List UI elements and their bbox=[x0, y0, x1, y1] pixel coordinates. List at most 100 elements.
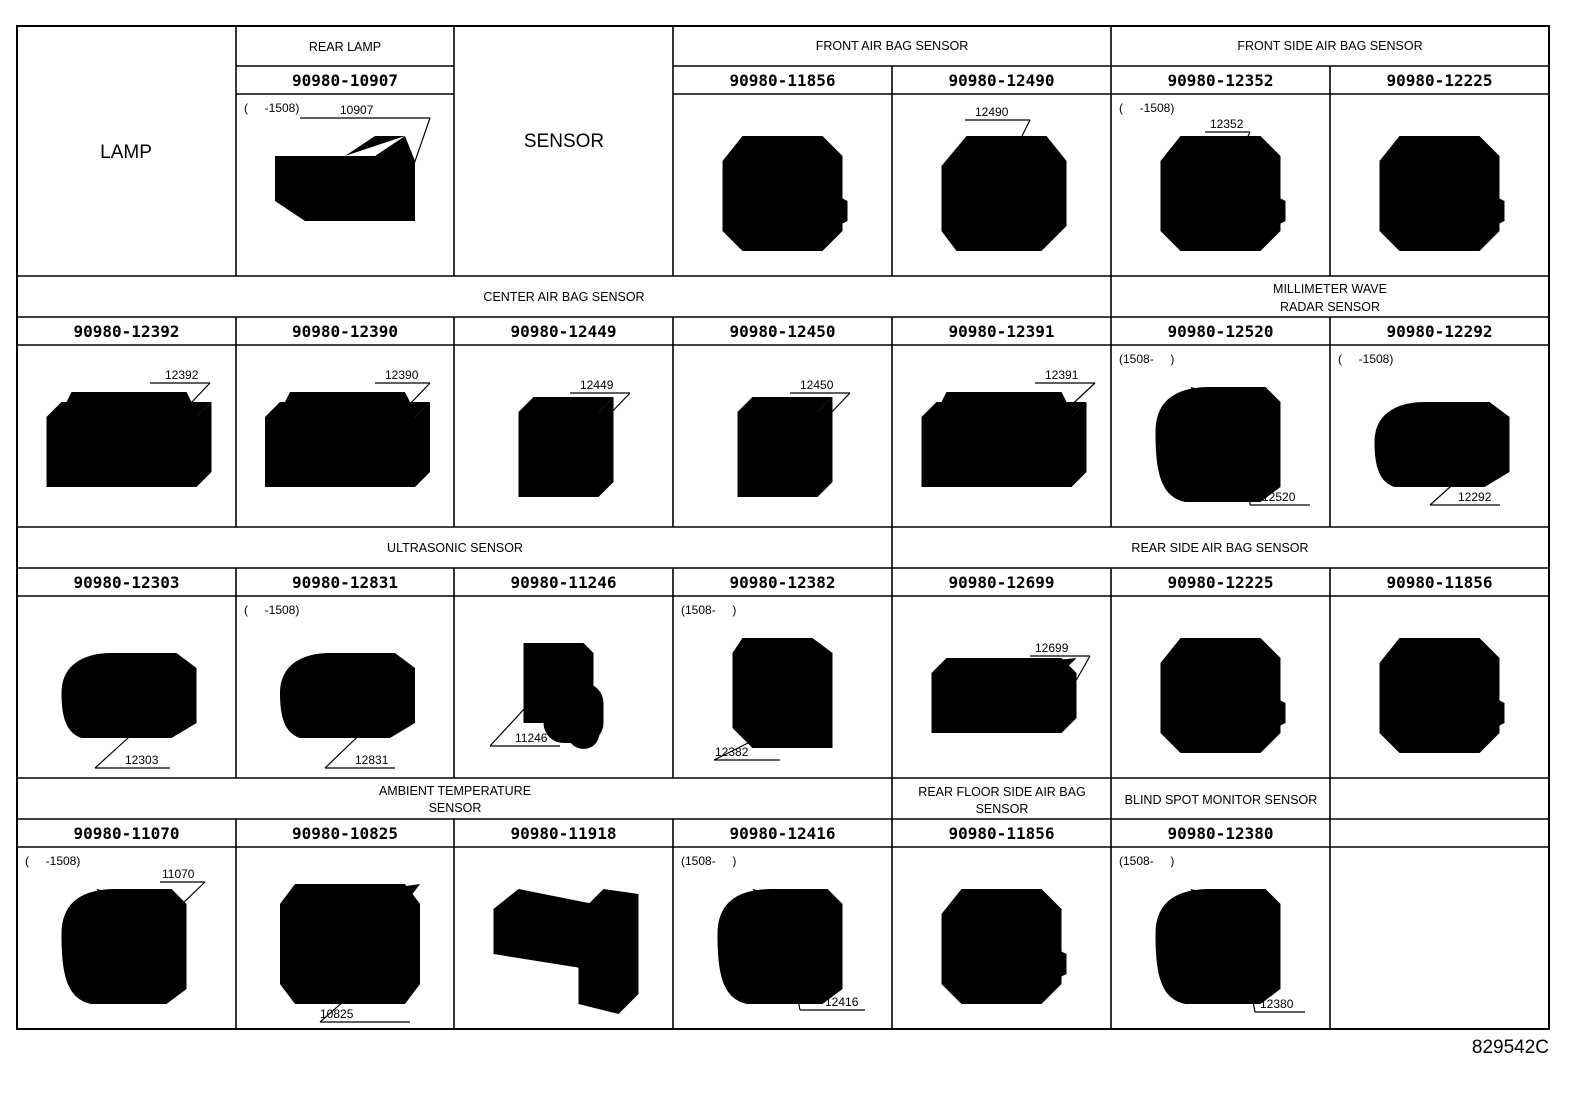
connector-illustration-icon bbox=[265, 392, 430, 487]
connector-cells: 90980-10907 ( -1508) 10907 90980-11856 90980… bbox=[25, 71, 1510, 1023]
callout-arrowhead bbox=[390, 416, 399, 425]
applicability-note: ( -1508) bbox=[1119, 101, 1174, 115]
part-number: 90980-10907 bbox=[292, 71, 398, 90]
connector-illustration-icon bbox=[941, 136, 1067, 251]
applicability-note: ( -1508) bbox=[244, 101, 299, 115]
callout-label: 10907 bbox=[340, 103, 374, 117]
section-title-rear-side-air-bag-sensor: REAR SIDE AIR BAG SENSOR bbox=[1131, 541, 1308, 555]
callout-leader bbox=[94, 717, 151, 769]
part-number: 90980-11918 bbox=[511, 824, 617, 843]
connector-cell: 90980-12831 ( -1508) 12831 bbox=[244, 573, 415, 769]
connector-illustration-icon bbox=[61, 653, 197, 738]
section-title-center-air-bag-sensor: CENTER AIR BAG SENSOR bbox=[483, 290, 644, 304]
part-number: 90980-11070 bbox=[74, 824, 180, 843]
callout-arrowhead bbox=[404, 180, 412, 190]
callout-arrowhead bbox=[375, 965, 385, 974]
callout-leader bbox=[713, 721, 791, 761]
section-title-front-air-bag-sensor: FRONT AIR BAG SENSOR bbox=[816, 39, 969, 53]
connector-illustration-icon bbox=[931, 658, 1087, 733]
connector-illustration-icon bbox=[46, 392, 212, 487]
connector-cell: 90980-12225 bbox=[1379, 71, 1505, 251]
callout-label: 12303 bbox=[125, 753, 159, 767]
applicability-note: (1508- ) bbox=[1119, 352, 1174, 366]
applicability-note: ( -1508) bbox=[244, 603, 299, 617]
callout-label: 12450 bbox=[800, 378, 834, 392]
connector-illustration-icon bbox=[921, 392, 1087, 487]
part-number: 90980-12450 bbox=[730, 322, 836, 341]
callout-label: 12391 bbox=[1045, 368, 1079, 382]
connector-illustration-icon bbox=[280, 884, 420, 1004]
connector-illustration-icon bbox=[1155, 889, 1281, 1004]
callout-arrowhead bbox=[1010, 150, 1018, 160]
part-number: 90980-12390 bbox=[292, 322, 398, 341]
connector-illustration-icon bbox=[275, 136, 415, 221]
callout-arrowhead bbox=[793, 985, 801, 995]
part-number: 90980-11856 bbox=[1387, 573, 1493, 592]
callout-label: 12520 bbox=[1262, 490, 1296, 504]
callout-arrowhead bbox=[1248, 985, 1256, 995]
callout-arrowhead bbox=[1470, 460, 1480, 469]
connector-illustration-icon bbox=[493, 889, 639, 1014]
part-number: 90980-12449 bbox=[511, 322, 617, 341]
part-number: 90980-12699 bbox=[949, 573, 1055, 592]
connector-cell: 90980-11070( -1508)11070 bbox=[25, 824, 206, 1004]
callout-arrowhead bbox=[1065, 690, 1073, 700]
part-number: 90980-12352 bbox=[1168, 71, 1274, 90]
callout-arrowhead bbox=[1235, 155, 1242, 165]
section-headers: LAMP REAR LAMP SENSOR FRONT AIR BAG SENS… bbox=[100, 39, 1422, 816]
callout-arrowhead bbox=[551, 670, 560, 679]
callout-label: 11246 bbox=[515, 731, 548, 745]
callout-label: 12352 bbox=[1210, 117, 1244, 131]
section-title-rear-lamp: REAR LAMP bbox=[309, 40, 381, 54]
callout-leader bbox=[319, 964, 386, 1023]
connector-cell: 90980-12450 12450 bbox=[730, 322, 851, 497]
connector-cell: 90980-12352 ( -1508) 12352 bbox=[1119, 71, 1286, 251]
connector-illustration-icon bbox=[1160, 638, 1286, 753]
connector-illustration-icon bbox=[1374, 402, 1510, 487]
section-title-sensor: SENSOR bbox=[524, 131, 604, 152]
grid-lines bbox=[17, 26, 1549, 1029]
connector-illustration-icon bbox=[280, 653, 415, 738]
connector-illustration-icon bbox=[61, 889, 187, 1004]
connector-cell: 90980-12380 (1508- ) 12380 bbox=[1119, 824, 1305, 1013]
connector-cell: 90980-12449 12449 bbox=[511, 322, 631, 497]
callout-leader bbox=[1429, 459, 1481, 506]
connector-illustration-icon bbox=[1160, 136, 1286, 251]
callout-arrowhead bbox=[170, 416, 179, 425]
section-title-ultrasonic-sensor: ULTRASONIC SENSOR bbox=[387, 541, 523, 555]
applicability-note: ( -1508) bbox=[1338, 352, 1393, 366]
callout-label: 12831 bbox=[355, 753, 389, 767]
callout-leader bbox=[584, 392, 631, 441]
connector-cell: 90980-12382(1508- )12382 bbox=[681, 573, 836, 761]
applicability-note: (1508- ) bbox=[1119, 854, 1174, 868]
connector-cell: 90980-11856 bbox=[941, 824, 1067, 1004]
connector-illustration-icon bbox=[941, 889, 1067, 1004]
connector-illustration-icon bbox=[1379, 136, 1505, 251]
callout-label: 12292 bbox=[1458, 490, 1492, 504]
part-number: 90980-12380 bbox=[1168, 824, 1274, 843]
applicability-note: (1508- ) bbox=[681, 603, 736, 617]
part-number: 90980-12225 bbox=[1168, 573, 1274, 592]
callout-label: 12380 bbox=[1260, 997, 1294, 1011]
part-number: 90980-11856 bbox=[949, 824, 1055, 843]
connector-cell: 90980-12303 12303 bbox=[61, 573, 197, 769]
callout-arrowhead bbox=[805, 431, 814, 440]
callout-leader bbox=[389, 382, 431, 426]
callout-arrowhead bbox=[140, 718, 150, 727]
callout-leader bbox=[1049, 382, 1096, 426]
connector-illustration-icon bbox=[518, 397, 614, 497]
callout-label: 12490 bbox=[975, 105, 1009, 119]
callout-arrowhead bbox=[1050, 416, 1059, 425]
section-title-front-side-air-bag-sensor: FRONT SIDE AIR BAG SENSOR bbox=[1237, 39, 1422, 53]
part-number: 90980-12303 bbox=[74, 573, 180, 592]
connector-cell: 90980-12225 bbox=[1160, 573, 1286, 753]
callout-label: 12449 bbox=[580, 378, 614, 392]
part-number: 90980-12382 bbox=[730, 573, 836, 592]
callout-arrowhead bbox=[780, 722, 790, 730]
part-number: 90980-12831 bbox=[292, 573, 398, 592]
